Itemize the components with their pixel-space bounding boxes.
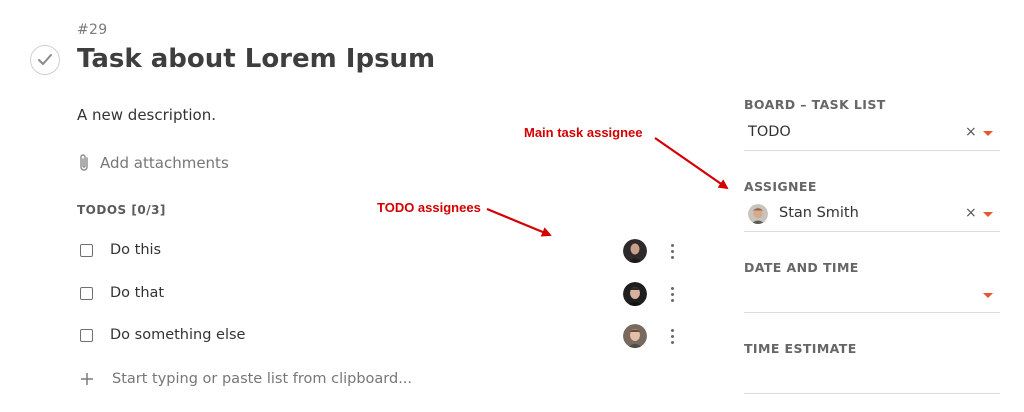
todo-more-icon[interactable] [666, 325, 678, 347]
paperclip-icon [80, 154, 88, 171]
assignee-select[interactable]: Stan Smith × [744, 201, 1000, 232]
clear-icon[interactable]: × [965, 124, 977, 140]
todo-checkbox[interactable] [80, 329, 93, 342]
board-task-list-select[interactable]: TODO × [744, 120, 1000, 151]
avatar-image [623, 282, 647, 306]
date-time-select[interactable] [744, 282, 1000, 313]
complete-task-button[interactable] [30, 45, 60, 75]
todo-item: Do this [78, 239, 688, 265]
task-title[interactable]: Task about Lorem Ipsum [77, 44, 436, 74]
new-todo-input[interactable] [110, 370, 614, 388]
task-description[interactable]: A new description. [77, 106, 216, 124]
avatar-image [748, 204, 768, 224]
clear-icon[interactable]: × [965, 205, 977, 221]
add-attachments-label: Add attachments [100, 154, 229, 172]
avatar-image [623, 239, 647, 263]
todo-more-icon[interactable] [666, 283, 678, 305]
assignee-label: ASSIGNEE [744, 179, 817, 194]
avatar-image [623, 324, 647, 348]
todo-text[interactable]: Do something else [110, 327, 246, 343]
todos-header: TODOS [0/3] [77, 203, 166, 217]
todo-assignee-avatar[interactable] [623, 239, 647, 263]
assignee-avatar [748, 204, 768, 224]
board-task-list-value: TODO [748, 124, 791, 140]
todo-checkbox[interactable] [80, 244, 93, 257]
todo-assignee-avatar[interactable] [623, 282, 647, 306]
todo-item: Do something else [78, 324, 688, 350]
arrow-main-assignee [654, 137, 729, 190]
chevron-down-icon[interactable] [983, 131, 993, 136]
chevron-down-icon[interactable] [983, 293, 993, 298]
annotation-main-assignee: Main task assignee [524, 125, 643, 140]
todo-item: Do that [78, 282, 688, 308]
add-attachments-button[interactable]: Add attachments [78, 152, 229, 174]
task-number: #29 [77, 22, 108, 38]
plus-icon[interactable] [80, 372, 94, 386]
todo-more-icon[interactable] [666, 240, 678, 262]
arrow-todo-assignees [486, 207, 552, 237]
time-estimate-label: TIME ESTIMATE [744, 341, 857, 356]
board-task-list-label: BOARD – TASK LIST [744, 97, 886, 112]
todo-text[interactable]: Do that [110, 285, 165, 301]
time-estimate-field[interactable] [744, 363, 1000, 394]
chevron-down-icon[interactable] [983, 212, 993, 217]
new-todo-row [80, 367, 680, 391]
annotation-todo-assignees: TODO assignees [377, 200, 481, 215]
todo-text[interactable]: Do this [110, 242, 162, 258]
todo-checkbox[interactable] [80, 287, 93, 300]
checkmark-icon [38, 54, 52, 65]
todo-assignee-avatar[interactable] [623, 324, 647, 348]
assignee-value: Stan Smith [779, 205, 859, 221]
date-time-label: DATE AND TIME [744, 260, 859, 275]
